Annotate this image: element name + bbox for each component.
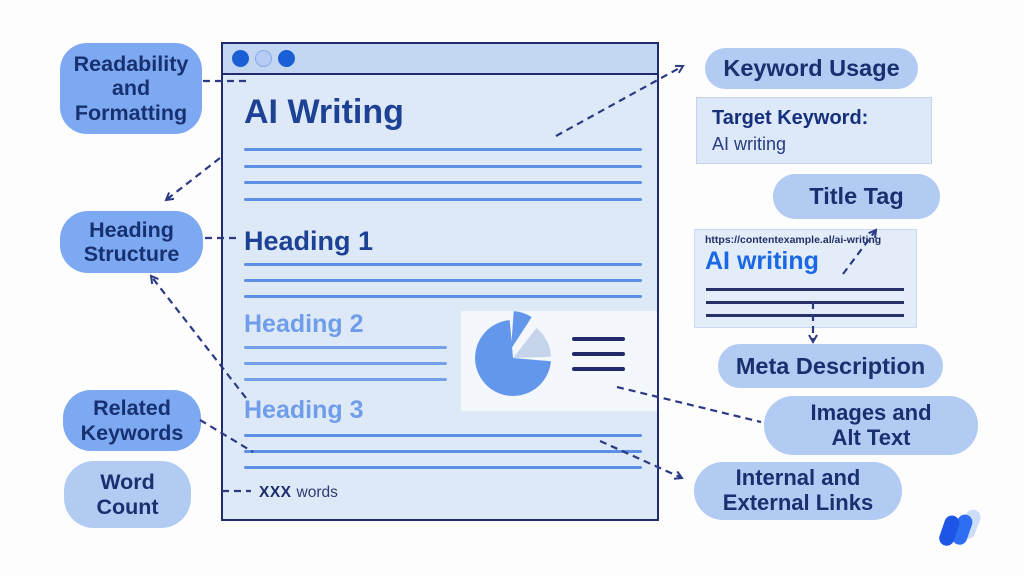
- callout-text: Keyword Usage: [723, 55, 900, 82]
- text-line: [244, 165, 642, 168]
- serp-link-title: AI writing: [705, 247, 819, 275]
- text-line: [706, 314, 904, 317]
- callout-text: Heading: [89, 217, 174, 242]
- text-line: [572, 352, 625, 356]
- callout-text: Keywords: [80, 420, 184, 445]
- text-line: [244, 148, 642, 151]
- text-line: [244, 279, 642, 282]
- callout-meta-description: Meta Description: [718, 344, 943, 388]
- text-line: [706, 301, 904, 304]
- callout-internal-external-links: Internal and External Links: [694, 462, 902, 520]
- text-line: [244, 263, 642, 266]
- serp-preview: https://contentexample.al/ai-writing AI …: [694, 229, 917, 328]
- heading-1: Heading 1: [244, 226, 374, 256]
- callout-keyword-usage: Keyword Usage: [705, 48, 918, 89]
- heading-3: Heading 3: [244, 396, 364, 424]
- callout-word-count: Word Count: [64, 461, 191, 528]
- connector-to-heading-structure-top: [164, 157, 221, 202]
- callout-related-keywords: Related Keywords: [63, 390, 201, 451]
- text-line: [244, 434, 642, 437]
- callout-text: Internal and: [735, 465, 861, 491]
- text-line: [244, 378, 447, 381]
- text-line: [244, 450, 642, 453]
- text-line: [244, 346, 447, 349]
- window-dot-icon: [255, 50, 272, 67]
- text-line: [244, 295, 642, 298]
- target-keyword-box: Target Keyword: AI writing: [696, 97, 932, 164]
- window-dot-icon: [232, 50, 249, 67]
- text-line: [244, 362, 447, 365]
- brand-logo-icon: [939, 509, 981, 546]
- callout-text: External Links: [722, 490, 874, 515]
- callout-text: Alt Text: [831, 424, 911, 450]
- text-line: [572, 337, 625, 341]
- callout-title-tag: Title Tag: [773, 174, 940, 219]
- callout-text: Formatting: [74, 100, 188, 125]
- callout-images-alt-text: Images and Alt Text: [764, 396, 978, 455]
- word-count-value: XXX: [259, 484, 292, 501]
- callout-text: Images and: [810, 399, 932, 425]
- serp-url: https://contentexample.al/ai-writing: [705, 234, 882, 246]
- callout-text: Structure: [83, 242, 180, 266]
- window-dot-icon: [278, 50, 295, 67]
- callout-heading-structure: Heading Structure: [60, 211, 203, 273]
- text-line: [244, 198, 642, 201]
- page-title: AI Writing: [244, 93, 404, 131]
- callout-text: Readability: [73, 52, 189, 77]
- text-line: [706, 288, 904, 291]
- text-line: [244, 181, 642, 184]
- callout-text: Related: [93, 396, 171, 421]
- callout-text: Title Tag: [809, 183, 904, 210]
- target-keyword-value: AI writing: [712, 134, 787, 154]
- callout-text: and: [111, 76, 151, 101]
- target-keyword-label: Target Keyword:: [712, 107, 869, 129]
- callout-text: Meta Description: [735, 352, 926, 379]
- text-line: [572, 367, 625, 371]
- callout-text: Count: [96, 494, 159, 519]
- image-placeholder: [461, 311, 657, 411]
- browser-window: AI Writing Heading 1 Heading 2 Heading 3…: [221, 42, 659, 521]
- text-line: [244, 466, 642, 469]
- heading-2: Heading 2: [244, 310, 364, 338]
- window-titlebar: [223, 44, 657, 75]
- callout-readability-and-formatting: Readability and Formatting: [60, 43, 202, 134]
- word-count-unit: words: [296, 484, 338, 501]
- callout-text: Word: [100, 470, 155, 495]
